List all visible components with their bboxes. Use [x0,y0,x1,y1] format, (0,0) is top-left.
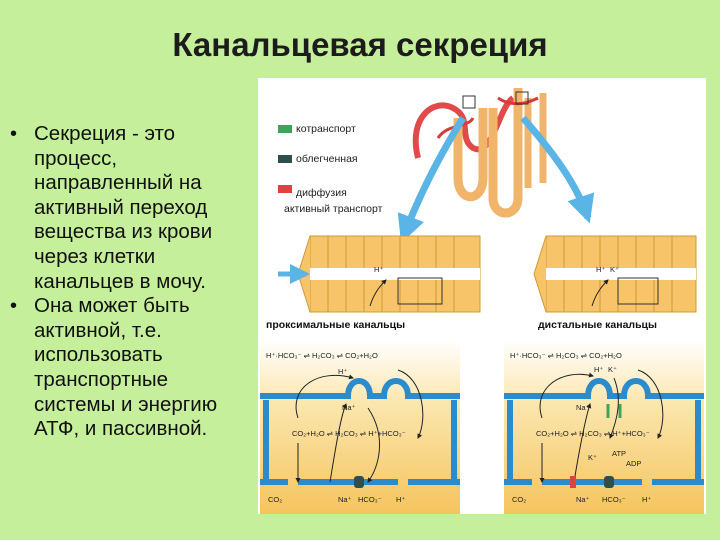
prox-bottom-na: Na⁺ [338,495,352,504]
prox-ion-h: H⁺ [338,367,347,376]
prox-bottom-hco3: HCO₃⁻ [358,495,382,504]
bullet-item: Она может быть активной, т.е. использова… [8,294,248,442]
slide-title: Канальцевая секреция [172,26,548,63]
dist-ion-h: H⁺ [594,365,603,374]
dist-ion-na: Na⁺ [576,403,590,412]
distal-cell-detail: H⁺·HCO₃⁻ ⇌ H₂CO₃ ⇌ CO₂+H₂O H⁺ K⁺ Na⁺ K⁺ … [504,340,704,514]
prox-transporter [354,476,364,488]
figure-svg: котранспорт облегченная диффузия активны… [260,88,704,514]
legend-label-cotransport: котранспорт [296,123,356,135]
dist-ion-k2: K⁺ [588,453,597,462]
bullet-item: Секреция - это процесс, направленный на … [8,122,248,294]
dist-bottom-co2: CO₂ [512,495,526,504]
dist-diffusion-channel [570,476,576,488]
dist-adp: ADP [626,459,641,468]
secretion-figure: котранспорт облегченная диффузия активны… [258,78,706,514]
legend: котранспорт облегченная диффузия активны… [278,123,383,215]
dist-eq-top: H⁺·HCO₃⁻ ⇌ H₂CO₃ ⇌ CO₂+H₂O [510,351,622,360]
prox-ion-na: Na⁺ [342,403,356,412]
dist-atp: ATP [612,449,626,458]
nephron-illustration [397,88,595,244]
prox-cell-ion: H⁺ [374,265,383,274]
legend-swatch-cotransport [278,125,292,133]
legend-label-active: активный транспорт [284,203,383,215]
proximal-cell-detail: H⁺·HCO₃⁻ ⇌ H₂CO₃ ⇌ CO₂+H₂O H⁺ Na⁺ CO₂+H₂… [260,340,460,514]
legend-label-facilitated: облегченная [296,153,358,165]
legend-label-diffusion: диффузия [296,187,347,199]
distal-tubule: H⁺ K⁺ дистальные канальцы [533,235,697,331]
dist-cell-ion: H⁺ [596,265,605,274]
legend-swatch-facilitated [278,155,292,163]
dist-bottom-h: H⁺ [642,495,651,504]
dist-bottom-hco3: HCO₃⁻ [602,495,626,504]
distal-label: дистальные канальцы [538,319,657,331]
prox-eq-top: H⁺·HCO₃⁻ ⇌ H₂CO₃ ⇌ CO₂+H₂O [266,351,378,360]
prox-eq-mid: CO₂+H₂O ⇌ H₂CO₃ ⇌ H⁺+HCO₃⁻ [292,429,406,438]
dist-ion-k: K⁺ [608,365,617,374]
prox-bottom-h: H⁺ [396,495,405,504]
proximal-tubule: H⁺ проксимальные канальцы [266,235,481,331]
dist-transporter [604,476,614,488]
legend-swatch-diffusion [278,185,292,193]
bullet-list: Секреция - это процесс, направленный на … [8,122,248,442]
proximal-label: проксимальные канальцы [266,319,405,331]
dist-eq-mid: CO₂+H₂O ⇌ H₂CO₃ ⇌ H⁺+HCO₃⁻ [536,429,650,438]
prox-bottom-co2: CO₂ [268,495,282,504]
dist-cell-ion: K⁺ [610,265,619,274]
dist-bottom-na: Na⁺ [576,495,590,504]
